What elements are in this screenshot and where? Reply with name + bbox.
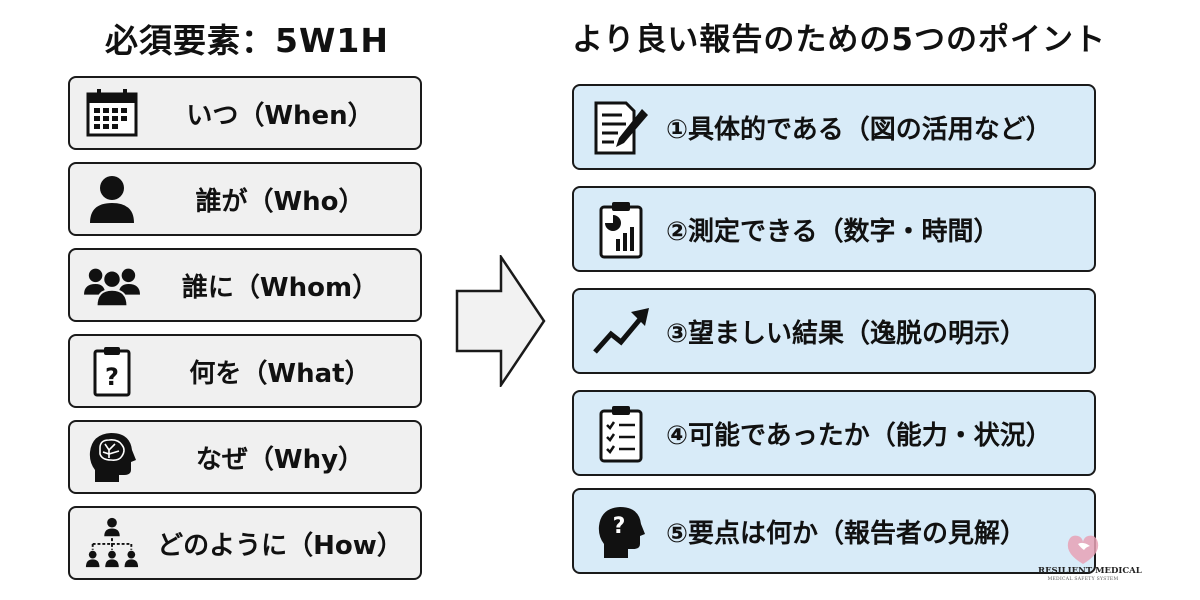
point-item-2: ②測定できる（数字・時間） bbox=[572, 186, 1096, 272]
item-label-whom: 誰に（Whom） bbox=[181, 272, 379, 303]
head-brain-icon bbox=[84, 431, 140, 483]
group-icon bbox=[84, 259, 140, 311]
list-item-how: どのように（How） bbox=[68, 506, 422, 580]
logo-name: RESILIENT MEDICAL bbox=[1038, 566, 1142, 576]
item-label-who: 誰が（Who） bbox=[195, 186, 365, 217]
list-item-when: いつ（When） bbox=[68, 76, 422, 150]
clipboard-chart-icon bbox=[590, 200, 652, 260]
person-icon bbox=[84, 173, 140, 225]
item-label-what: 何を（What） bbox=[189, 358, 371, 389]
item-label-why: なぜ（Why） bbox=[195, 444, 365, 475]
list-item-who: 誰が（Who） bbox=[68, 162, 422, 236]
trend-up-icon bbox=[590, 302, 652, 362]
list-item-whom: 誰に（Whom） bbox=[68, 248, 422, 322]
point-item-4: ④可能であったか（能力・状況） bbox=[572, 390, 1096, 476]
point-item-5: ? ⑤要点は何か（報告者の見解） bbox=[572, 488, 1096, 574]
right-arrow-icon bbox=[455, 255, 546, 387]
resilient-medical-logo: RESILIENT MEDICAL MEDICAL SAFETY SYSTEM bbox=[1038, 530, 1142, 590]
heart-dove-icon bbox=[1067, 535, 1099, 564]
point-label-3: ③望ましい結果（逸脱の明示） bbox=[666, 318, 1027, 349]
point-label-4: ④可能であったか（能力・状況） bbox=[666, 420, 1052, 451]
right-title: より良い報告のための5つのポイント bbox=[572, 22, 1106, 58]
svg-text:?: ? bbox=[105, 363, 119, 391]
svg-text:?: ? bbox=[613, 514, 626, 539]
list-item-what: ? 何を（What） bbox=[68, 334, 422, 408]
calendar-icon bbox=[84, 87, 140, 139]
point-item-1: ①具体的である（図の活用など） bbox=[572, 84, 1096, 170]
item-label-how: どのように（How） bbox=[157, 530, 403, 561]
document-pen-icon bbox=[590, 98, 652, 158]
point-label-1: ①具体的である（図の活用など） bbox=[666, 114, 1052, 145]
point-item-3: ③望ましい結果（逸脱の明示） bbox=[572, 288, 1096, 374]
item-label-when: いつ（When） bbox=[186, 100, 374, 131]
hierarchy-icon bbox=[84, 517, 140, 569]
left-title: 必須要素：5W1H bbox=[105, 21, 389, 60]
point-label-2: ②測定できる（数字・時間） bbox=[666, 216, 1000, 247]
head-question-icon: ? bbox=[590, 502, 652, 562]
logo-subtitle: MEDICAL SAFETY SYSTEM bbox=[1047, 577, 1119, 582]
list-item-why: なぜ（Why） bbox=[68, 420, 422, 494]
point-label-5: ⑤要点は何か（報告者の見解） bbox=[666, 518, 1027, 549]
clipboard-question-icon: ? bbox=[84, 345, 140, 397]
checklist-icon bbox=[590, 404, 652, 464]
